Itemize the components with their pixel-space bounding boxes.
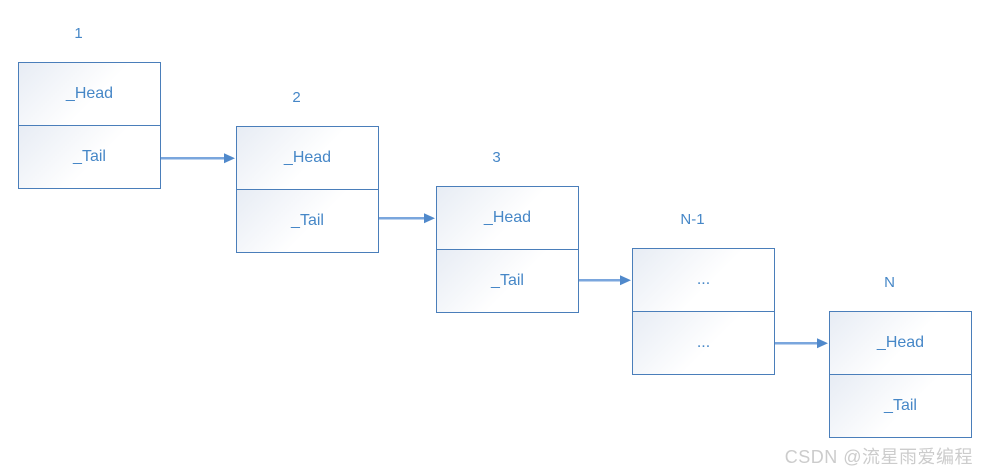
connector-arrow-head <box>424 213 435 224</box>
node-box: _Head_Tail <box>829 311 972 438</box>
list-node-3: 3 _Head_Tail <box>436 149 579 313</box>
node-cell-tail: _Tail <box>19 125 160 188</box>
node-cell-tail: _Tail <box>830 374 971 437</box>
node-cell-head: _Head <box>437 187 578 249</box>
node-box: _Head_Tail <box>18 62 161 189</box>
node-label: 2 <box>292 89 301 106</box>
node-cell-tail: _Tail <box>237 189 378 252</box>
node-cell-head: _Head <box>237 127 378 189</box>
list-node-1: 1 _Head_Tail <box>18 25 161 189</box>
list-node-N-1: N-1...... <box>632 211 775 375</box>
connector-arrow-head <box>224 153 235 164</box>
connector-arrow-head <box>620 275 631 286</box>
node-box: _Head_Tail <box>236 126 379 253</box>
node-label: N-1 <box>680 211 705 228</box>
watermark: CSDN @流星雨爱编程 <box>784 447 973 467</box>
list-node-2: 2 _Head_Tail <box>236 89 379 253</box>
node-box: ...... <box>632 248 775 375</box>
connector-arrow-head <box>817 338 828 349</box>
node-box: _Head_Tail <box>436 186 579 313</box>
node-cell-head: _Head <box>19 63 160 125</box>
node-cell-tail: ... <box>633 311 774 374</box>
node-cell-tail: _Tail <box>437 249 578 312</box>
node-label: N <box>884 274 895 291</box>
node-cell-head: ... <box>633 249 774 311</box>
node-label: 3 <box>492 149 501 166</box>
node-cell-head: _Head <box>830 312 971 374</box>
list-node-N: N _Head_Tail <box>829 274 972 438</box>
node-label: 1 <box>74 25 83 42</box>
